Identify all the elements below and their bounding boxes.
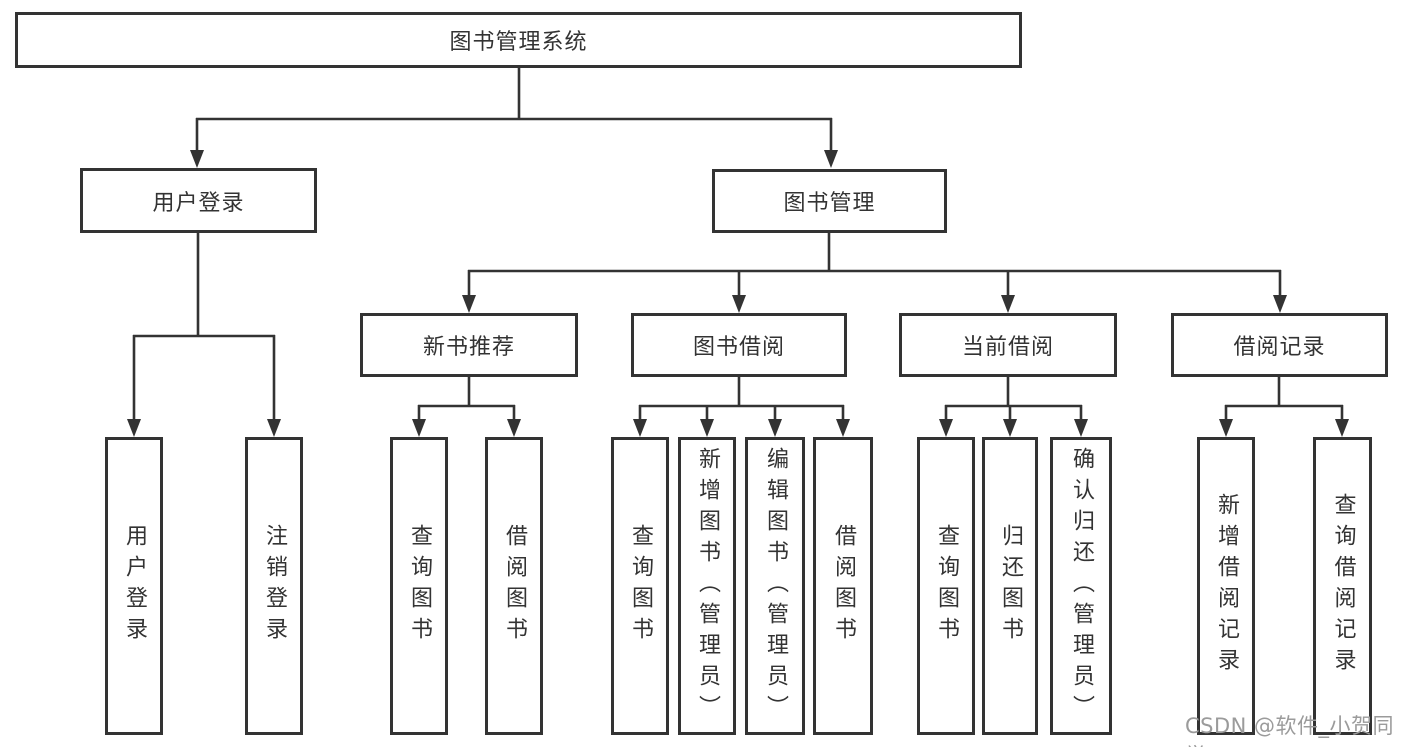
leaf-newbook-query-books-label: 查询图书 bbox=[407, 524, 432, 648]
leaf-borrow-edit-books-admin-label: 编辑图书（管理员） bbox=[763, 446, 788, 726]
leaf-newbook-borrow-books: 借阅图书 bbox=[485, 437, 543, 735]
leaf-borrow-borrow-books-label: 借阅图书 bbox=[831, 524, 856, 648]
leaf-current-return-books-label: 归还图书 bbox=[998, 524, 1023, 648]
connector-records-to-leaves bbox=[1219, 377, 1349, 437]
leaf-newbook-query-books: 查询图书 bbox=[390, 437, 448, 735]
node-book-management-label: 图书管理 bbox=[783, 191, 876, 216]
leaf-current-query-books: 查询图书 bbox=[917, 437, 975, 735]
connector-mgmt-to-level3 bbox=[462, 233, 1287, 313]
node-root-label: 图书管理系统 bbox=[449, 30, 588, 55]
leaf-borrow-query-books-label: 查询图书 bbox=[628, 524, 653, 648]
node-current-borrow: 当前借阅 bbox=[899, 313, 1117, 377]
csdn-watermark: CSDN @软件_小贺同学 bbox=[1185, 714, 1395, 747]
connector-borrow-to-leaves bbox=[633, 377, 850, 437]
leaf-current-confirm-return-admin-label: 确认归还（管理员） bbox=[1069, 446, 1094, 726]
node-book-borrow-label: 图书借阅 bbox=[692, 335, 785, 360]
node-borrow-records-label: 借阅记录 bbox=[1233, 335, 1326, 360]
leaf-borrow-add-books-admin-label: 新增图书（管理员） bbox=[695, 446, 720, 726]
connector-newbooks-to-leaves bbox=[412, 377, 521, 437]
connector-login-to-leaves bbox=[127, 233, 281, 437]
leaf-newbook-borrow-books-label: 借阅图书 bbox=[502, 524, 527, 648]
leaf-borrow-query-books: 查询图书 bbox=[611, 437, 669, 735]
node-new-book-recommend: 新书推荐 bbox=[360, 313, 578, 377]
node-book-management: 图书管理 bbox=[712, 169, 947, 233]
leaf-records-query-record-label: 查询借阅记录 bbox=[1330, 493, 1356, 679]
leaf-borrow-add-books-admin: 新增图书（管理员） bbox=[678, 437, 736, 735]
node-borrow-records: 借阅记录 bbox=[1171, 313, 1388, 377]
connector-current-to-leaves bbox=[939, 377, 1088, 437]
leaf-records-add-record: 新增借阅记录 bbox=[1197, 437, 1255, 735]
node-current-borrow-label: 当前借阅 bbox=[961, 335, 1054, 360]
node-root-system: 图书管理系统 bbox=[15, 12, 1022, 68]
node-new-book-recommend-label: 新书推荐 bbox=[422, 335, 515, 360]
leaf-logout: 注销登录 bbox=[245, 437, 303, 735]
node-book-borrow: 图书借阅 bbox=[631, 313, 847, 377]
leaf-current-query-books-label: 查询图书 bbox=[934, 524, 959, 648]
node-user-login: 用户登录 bbox=[80, 168, 317, 233]
connector-root-to-level2 bbox=[190, 68, 838, 168]
leaf-user-login-label: 用户登录 bbox=[122, 524, 147, 648]
leaf-logout-label: 注销登录 bbox=[262, 524, 287, 648]
leaf-borrow-borrow-books: 借阅图书 bbox=[813, 437, 873, 735]
leaf-records-add-record-label: 新增借阅记录 bbox=[1214, 493, 1239, 679]
node-user-login-label: 用户登录 bbox=[152, 190, 245, 216]
leaf-borrow-edit-books-admin: 编辑图书（管理员） bbox=[745, 437, 805, 735]
leaf-records-query-record: 查询借阅记录 bbox=[1313, 437, 1372, 735]
leaf-current-return-books: 归还图书 bbox=[982, 437, 1038, 735]
leaf-current-confirm-return-admin: 确认归还（管理员） bbox=[1050, 437, 1112, 735]
leaf-user-login: 用户登录 bbox=[105, 437, 163, 735]
